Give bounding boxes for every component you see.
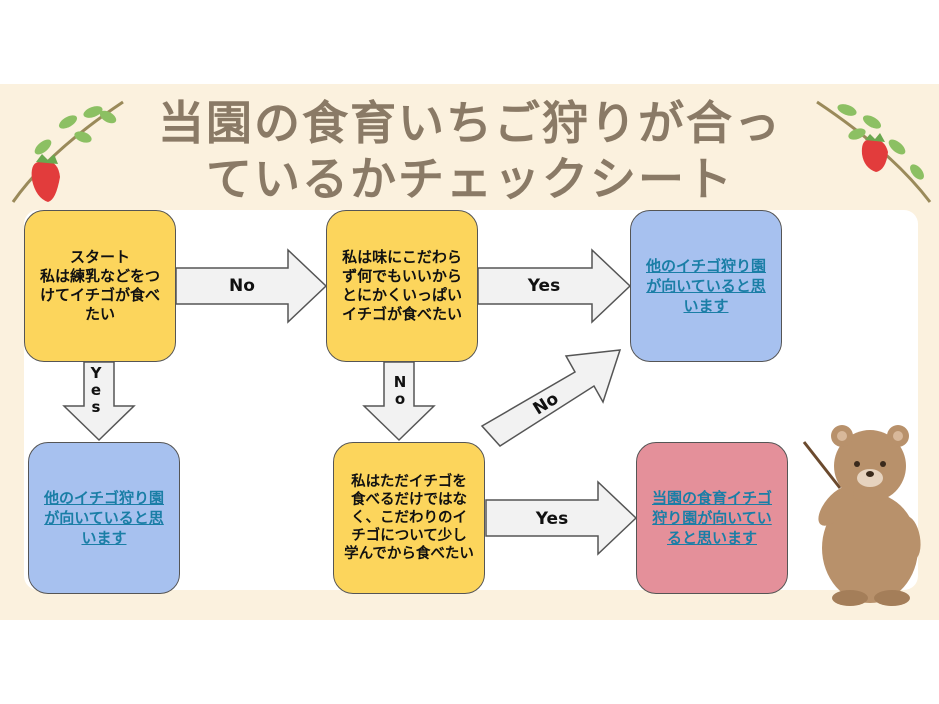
page-title-line2: ているかチェックシート <box>206 152 734 206</box>
node-result-ours: 当園の食育イチゴ狩り園が向いていると思います <box>636 442 788 594</box>
arrow-start-yes <box>62 361 136 442</box>
node-result-other-left: 他のイチゴ狩り園が向いていると思います <box>28 442 180 594</box>
strawberry-branch-right-icon <box>816 100 932 203</box>
result-ours-link[interactable]: 当園の食育イチゴ狩り園が向いていると思います <box>651 489 772 547</box>
bear-mascot-icon <box>802 425 921 606</box>
label-q2-yes: Yes <box>527 276 561 296</box>
result-other-left-link[interactable]: 他のイチゴ狩り園が向いていると思います <box>43 489 164 547</box>
arrow-q3-no <box>480 349 622 447</box>
result-other-top-link[interactable]: 他のイチゴ狩り園が向いていると思います <box>645 257 766 315</box>
arrow-start-no <box>175 248 328 324</box>
label-start-no: No <box>229 276 255 296</box>
node-question-2: 私は味にこだわらず何でもいいからとにかくいっぱいイチゴが食べたい <box>326 210 478 362</box>
label-q2-no: No <box>393 373 407 408</box>
arrow-q2-yes <box>477 248 632 324</box>
node-start: スタート 私は練乳などをつけてイチゴが食べたい <box>24 210 176 362</box>
arrow-q2-no <box>362 361 436 442</box>
node-question-3: 私はただイチゴを食べるだけではなく、こだわりのイチゴについて少し学んでから食べた… <box>333 442 485 594</box>
arrow-q3-yes <box>485 480 638 556</box>
node-result-other-top: 他のイチゴ狩り園が向いていると思います <box>630 210 782 362</box>
strawberry-branch-left-icon <box>11 100 124 203</box>
label-q3-yes: Yes <box>535 509 569 529</box>
page-title-line1: 当園の食育いちご狩りが合っ <box>158 96 782 150</box>
label-start-yes: Yes <box>90 364 102 416</box>
